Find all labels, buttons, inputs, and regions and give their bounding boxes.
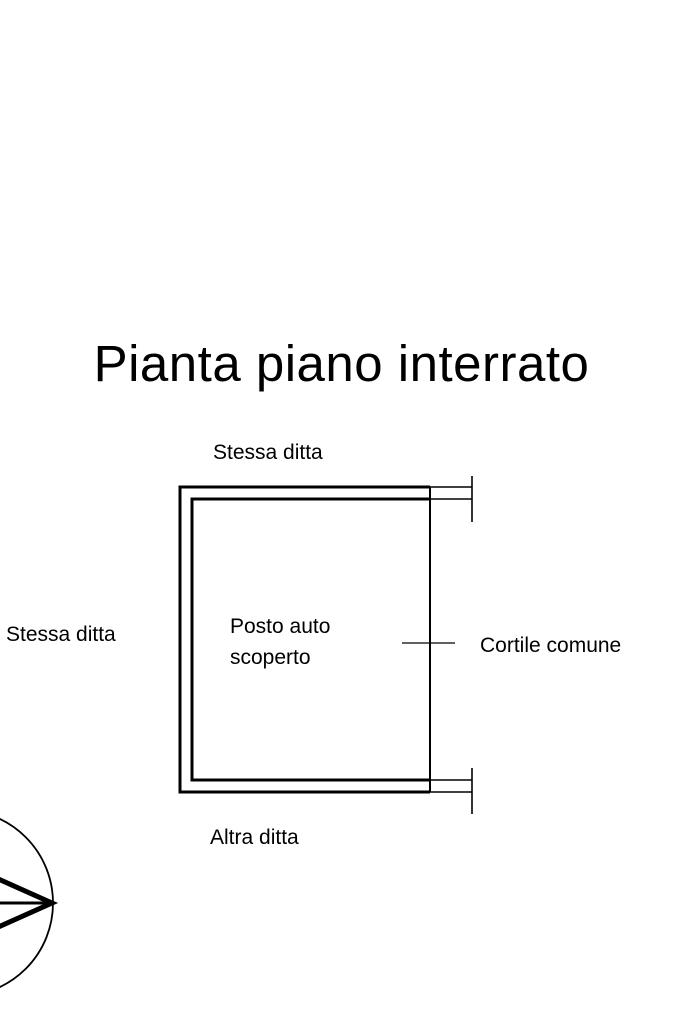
label-parking-space: Posto auto scoperto: [230, 611, 330, 673]
north-arrow-icon: [0, 818, 59, 988]
label-common-courtyard: Cortile comune: [480, 634, 622, 657]
label-north-neighbour: Stessa ditta: [213, 441, 323, 464]
wall-extensions: [430, 476, 473, 814]
label-parking-space-line1: Posto auto: [230, 615, 331, 638]
label-south-neighbour: Altra ditta: [210, 826, 299, 849]
outer-wall: [178, 485, 430, 794]
label-parking-space-line2: scoperto: [230, 646, 311, 669]
plan-title: Pianta piano interrato: [93, 335, 590, 392]
inner-wall: [190, 497, 430, 782]
label-west-neighbour: Stessa ditta: [6, 623, 116, 646]
